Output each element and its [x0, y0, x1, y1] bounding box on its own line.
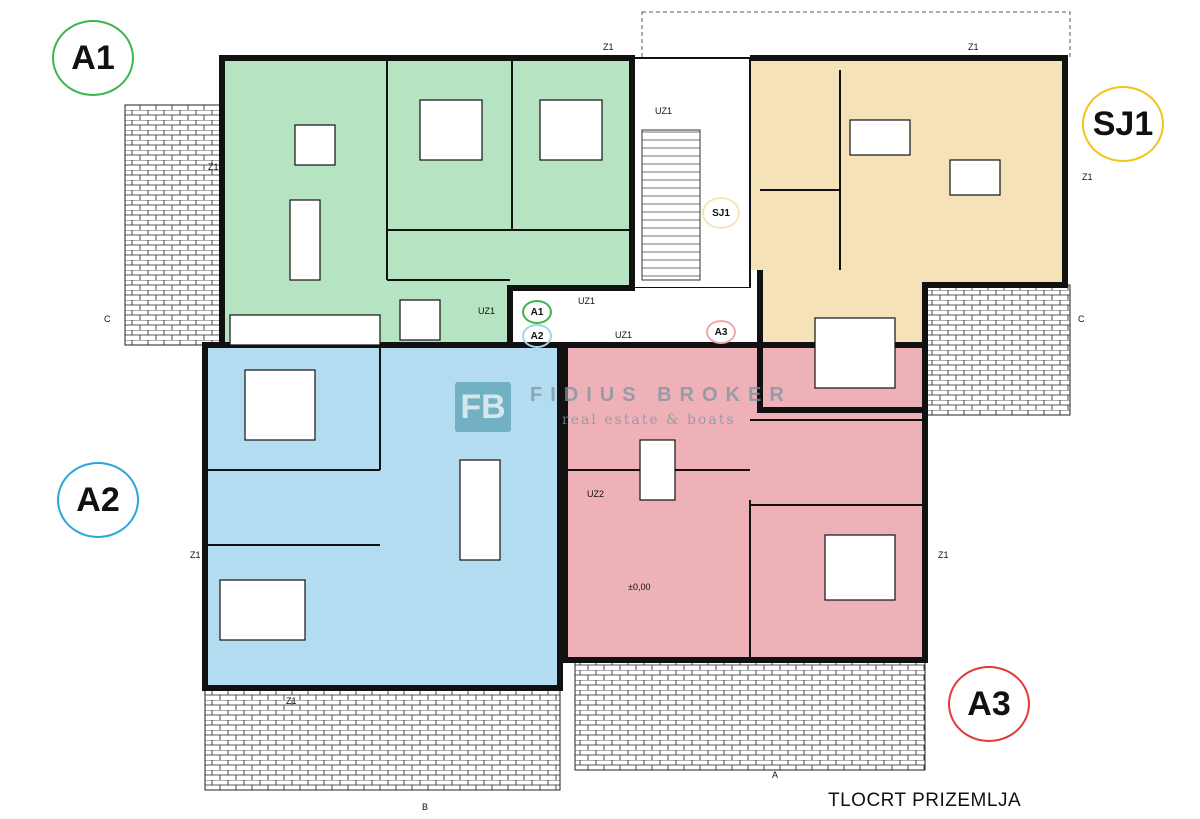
section-marker-c-left: C	[104, 314, 111, 324]
unit-label-a1: A1	[71, 38, 115, 77]
section-marker-b: B	[422, 802, 429, 812]
entrance-marker-a3: A3	[706, 320, 736, 344]
entrance-marker-a1: A1	[522, 300, 552, 324]
wall-tag: Z1	[208, 162, 219, 172]
unit-label-sj1: SJ1	[1092, 104, 1154, 143]
wall-tag: Z1	[603, 42, 614, 52]
wall-tag: Z1	[1082, 172, 1093, 182]
wall-tag: UZ1	[478, 306, 496, 316]
entrance-marker-sj1: SJ1	[702, 197, 740, 229]
watermark-brand: FIDIUS BROKER	[530, 384, 792, 406]
unit-label-a2: A2	[76, 480, 120, 519]
wall-tag: UZ1	[655, 106, 673, 116]
wall-tag: UZ1	[578, 296, 596, 306]
terrace-sj1	[924, 284, 1071, 416]
unit-badge-a2: A2	[57, 462, 139, 538]
wall-tag: UZ2	[587, 489, 605, 499]
terrace-a3	[574, 659, 926, 771]
terrace-a1	[124, 104, 223, 346]
watermark-logo: FB	[455, 382, 511, 432]
entrance-marker-a2: A2	[522, 324, 552, 348]
wall-a2	[202, 342, 563, 691]
wall-sj1	[750, 55, 1068, 413]
unit-badge-a3: A3	[948, 666, 1030, 742]
level-tag: ±0,00	[628, 582, 651, 592]
wall-tag: Z1	[190, 550, 201, 560]
wall-tag: Z1	[938, 550, 949, 560]
watermark-tagline: real estate & boats	[562, 412, 736, 428]
section-marker-c-right: C	[1078, 314, 1085, 324]
wall-a3	[562, 342, 928, 663]
unit-badge-a1: A1	[52, 20, 134, 96]
wall-tag: UZ1	[615, 330, 633, 340]
section-marker-a: A	[772, 770, 779, 780]
unit-label-a3: A3	[967, 684, 1011, 723]
wall-tag: Z1	[968, 42, 979, 52]
wall-tag: Z1	[286, 696, 297, 706]
plan-title: TLOCRT PRIZEMLJA	[828, 790, 1022, 811]
unit-badge-sj1: SJ1	[1082, 86, 1164, 162]
pergola-top	[641, 11, 1071, 59]
terrace-a2	[204, 687, 561, 791]
staircase	[641, 129, 701, 281]
